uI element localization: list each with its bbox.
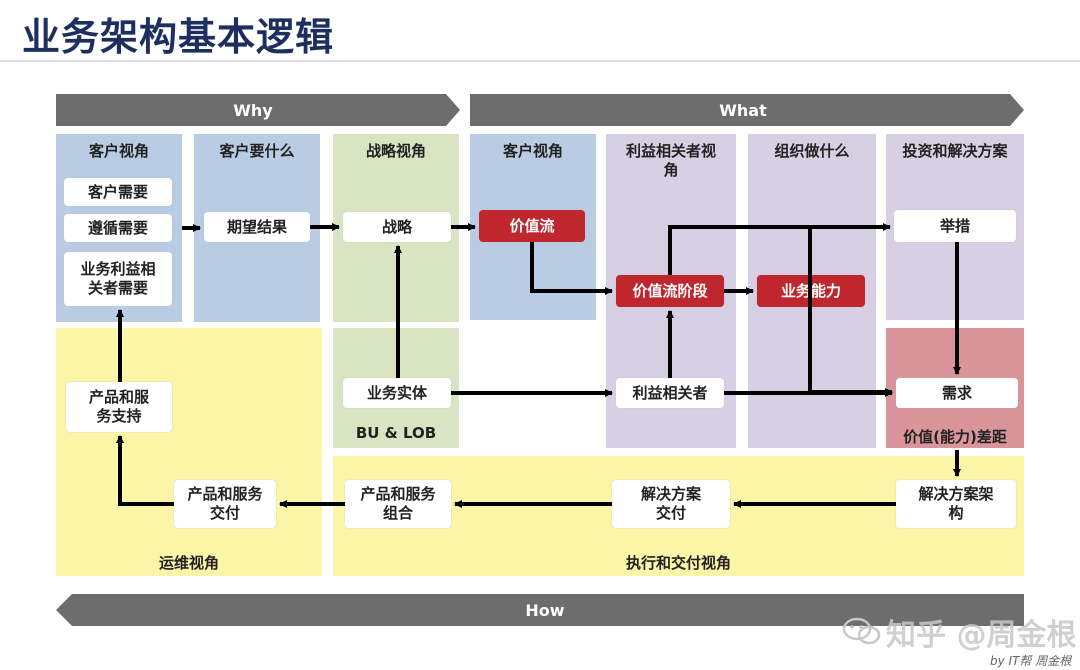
business-entity-box: 业务实体 bbox=[343, 378, 451, 408]
value-stream-stage-box: 价值流阶段 bbox=[616, 275, 724, 307]
product-portfolio-box: 产品和服务组合 bbox=[345, 480, 451, 528]
value-stream-box: 价值流 bbox=[479, 210, 585, 242]
arrow-product-delivery-to-support bbox=[116, 435, 174, 506]
title-divider bbox=[0, 60, 1080, 62]
solution-architecture-box: 解决方案架构 bbox=[896, 480, 1016, 528]
product-delivery-box: 产品和服务交付 bbox=[174, 480, 276, 528]
why-banner bbox=[56, 94, 460, 126]
initiative-box: 举措 bbox=[894, 210, 1016, 242]
stakeholder-box: 利益相关者 bbox=[616, 378, 724, 408]
bu-lob-label: BU & LOB bbox=[355, 424, 437, 442]
panel-title: 客户视角 bbox=[88, 142, 149, 160]
credit-text: by IT帮 周金根 bbox=[990, 654, 1072, 668]
ops-view-label: 运维视角 bbox=[158, 554, 219, 572]
watermark: 知乎 @周金根 bbox=[886, 618, 1077, 653]
how-banner bbox=[56, 594, 1024, 626]
what-banner-label: What bbox=[719, 101, 767, 120]
expected-result-box: 期望结果 bbox=[204, 212, 310, 242]
panel-title: 客户要什么 bbox=[219, 142, 295, 160]
panel-title: 组织做什么 bbox=[774, 142, 850, 160]
strategy-box: 战略 bbox=[343, 212, 451, 242]
requirement-box: 需求 bbox=[896, 378, 1018, 408]
how-banner-label: How bbox=[525, 601, 564, 620]
follow-need-box: 遵循需要 bbox=[64, 214, 172, 242]
exec-view-label: 执行和交付视角 bbox=[625, 554, 731, 572]
arrow-stage-to-initiative bbox=[668, 223, 891, 275]
panel-title: 利益相关者视角 bbox=[625, 142, 716, 179]
wechat-icon bbox=[842, 617, 881, 645]
why-banner-label: Why bbox=[233, 101, 273, 120]
arrow-valuestream-to-stage bbox=[530, 242, 613, 295]
panel-title: 客户视角 bbox=[502, 142, 563, 160]
customer-need-box: 客户需要 bbox=[64, 178, 172, 206]
panel-title: 战略视角 bbox=[365, 142, 426, 160]
arrow-capability-to-requirement bbox=[808, 227, 893, 396]
stakeholder-need-box: 业务利益相关者需要 bbox=[64, 252, 172, 306]
product-support-box: 产品和服务支持 bbox=[66, 382, 172, 432]
panel-title: 投资和解决方案 bbox=[902, 142, 1008, 160]
panel-ops-view: 运维视角 bbox=[56, 328, 322, 576]
value-gap-label: 价值(能力)差距 bbox=[903, 428, 1007, 446]
what-banner bbox=[470, 94, 1024, 126]
page-title: 业务架构基本逻辑 bbox=[22, 15, 335, 59]
solution-delivery-box: 解决方案交付 bbox=[612, 480, 730, 528]
